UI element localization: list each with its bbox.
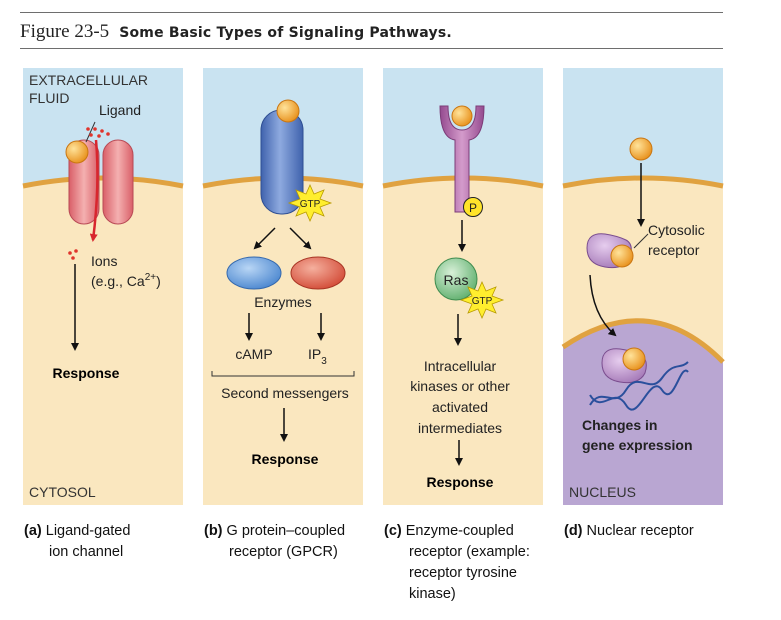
cytosolic-receptor-label-1: Cytosolic bbox=[648, 222, 705, 238]
caption-b-line-1: G protein–coupled bbox=[226, 523, 346, 539]
panel-d-membrane bbox=[562, 175, 724, 189]
caption-b-letter: (b) bbox=[204, 523, 223, 539]
phosphate-icon bbox=[463, 197, 483, 217]
second-messengers-label: Second messengers bbox=[221, 385, 349, 401]
figure-title-text: Some Basic Types of Signaling Pathways. bbox=[119, 25, 452, 41]
caption-b: (b) G protein–coupled receptor (GPCR) bbox=[204, 521, 345, 563]
intermediates-line-3: activated bbox=[432, 399, 488, 415]
camp-label: cAMP bbox=[235, 346, 272, 362]
ras-label: Ras bbox=[444, 272, 469, 288]
cytosolic-receptor-leader bbox=[633, 233, 649, 249]
changes-line-2: gene expression bbox=[582, 437, 693, 453]
enzyme-blue bbox=[226, 256, 282, 290]
caption-a-letter: (a) bbox=[24, 523, 42, 539]
panel-c-extracellular bbox=[383, 68, 543, 186]
ion-flow-arrow bbox=[89, 139, 99, 242]
panel-c: P Ras GTP Intracellular kinases or other… bbox=[382, 68, 544, 505]
ras-protein bbox=[434, 257, 478, 301]
intermediates-line-2: kinases or other bbox=[410, 378, 510, 394]
caption-c-line-4: kinase) bbox=[409, 586, 456, 602]
ligand-label: Ligand bbox=[99, 102, 141, 118]
caption-d-letter: (d) bbox=[564, 523, 583, 539]
enzymes-label: Enzymes bbox=[254, 294, 312, 310]
phosphate-label: P bbox=[469, 201, 477, 215]
gpcr-gtp-burst bbox=[287, 184, 333, 222]
panel-a-extracellular bbox=[23, 68, 183, 186]
figure-title: Figure 23-5 Some Basic Types of Signaling… bbox=[20, 21, 452, 43]
caption-c: (c) Enzyme-coupled receptor (example: re… bbox=[384, 521, 530, 605]
steroid-ligand-ball bbox=[629, 137, 653, 161]
intermediates-line-4: intermediates bbox=[418, 420, 502, 436]
panel-d: Cytosolic receptor Changes in gene expre… bbox=[561, 68, 725, 505]
panel-b: GTP Enzymes cAMP IP3 Second messengers R… bbox=[202, 68, 364, 505]
panel-b-response: Response bbox=[252, 451, 319, 467]
dna-strand-2 bbox=[589, 369, 689, 411]
panel-a-region-bottom: CYTOSOL bbox=[29, 484, 96, 500]
title-rule bbox=[20, 48, 723, 49]
receptor-bound-ligand bbox=[610, 244, 634, 268]
ligand-leader bbox=[85, 121, 96, 143]
caption-a-line-1: Ligand-gated bbox=[45, 523, 131, 539]
ip3-label: IP3 bbox=[308, 346, 327, 367]
gpcr-receptor bbox=[260, 109, 304, 215]
caption-c-line-3: receptor tyrosine bbox=[409, 565, 517, 581]
rtk-receptor bbox=[439, 105, 485, 213]
nuclear-envelope bbox=[561, 318, 725, 364]
changes-line-1: Changes in bbox=[582, 417, 657, 433]
caption-a: (a) Ligand-gated ion channel bbox=[24, 521, 130, 563]
ion-channel-right bbox=[102, 139, 134, 225]
caption-c-letter: (c) bbox=[384, 523, 402, 539]
gpcr-ligand-ball bbox=[276, 99, 300, 123]
caption-d: (d) Nuclear receptor bbox=[564, 521, 694, 542]
ras-gtp-burst bbox=[459, 281, 505, 319]
panel-d-extracellular bbox=[563, 68, 723, 186]
rtk-ligand-ball bbox=[451, 105, 473, 127]
enzyme-red bbox=[290, 256, 346, 290]
panel-c-response: Response bbox=[427, 474, 494, 490]
ion-dots-bottom bbox=[68, 249, 78, 260]
gpcr-arrow-left bbox=[253, 227, 276, 250]
gpcr-arrow-right bbox=[289, 227, 312, 250]
ras-gtp-label: GTP bbox=[472, 296, 493, 307]
panel-d-cytosol bbox=[563, 178, 723, 362]
gpcr-gtp-label: GTP bbox=[300, 199, 321, 210]
ions-example: (e.g., Ca2+) bbox=[91, 272, 161, 289]
intermediates-line-1: Intracellular bbox=[424, 358, 497, 374]
nuclear-bound-ligand bbox=[622, 347, 646, 371]
cytosolic-receptor-label-2: receptor bbox=[648, 242, 700, 258]
panel-a-region-top-line-2: FLUID bbox=[29, 90, 69, 106]
caption-b-line-2: receptor (GPCR) bbox=[229, 544, 338, 560]
figure-number: Figure 23-5 bbox=[20, 21, 110, 42]
dna-strand-1 bbox=[589, 361, 689, 406]
ion-dots-top bbox=[86, 127, 110, 138]
second-messengers-bracket bbox=[211, 371, 355, 377]
panel-a-response: Response bbox=[53, 365, 120, 381]
panel-d-region-bottom: NUCLEUS bbox=[569, 484, 636, 500]
caption-d-line-1: Nuclear receptor bbox=[586, 523, 694, 539]
nuclear-entry-arrow bbox=[589, 274, 617, 337]
caption-c-line-2: receptor (example: bbox=[409, 544, 530, 560]
top-rule bbox=[20, 12, 723, 13]
ions-label: Ions bbox=[91, 253, 117, 269]
ligand-ball bbox=[65, 140, 89, 164]
caption-a-line-2: ion channel bbox=[49, 544, 124, 560]
caption-c-line-1: Enzyme-coupled bbox=[405, 523, 514, 539]
